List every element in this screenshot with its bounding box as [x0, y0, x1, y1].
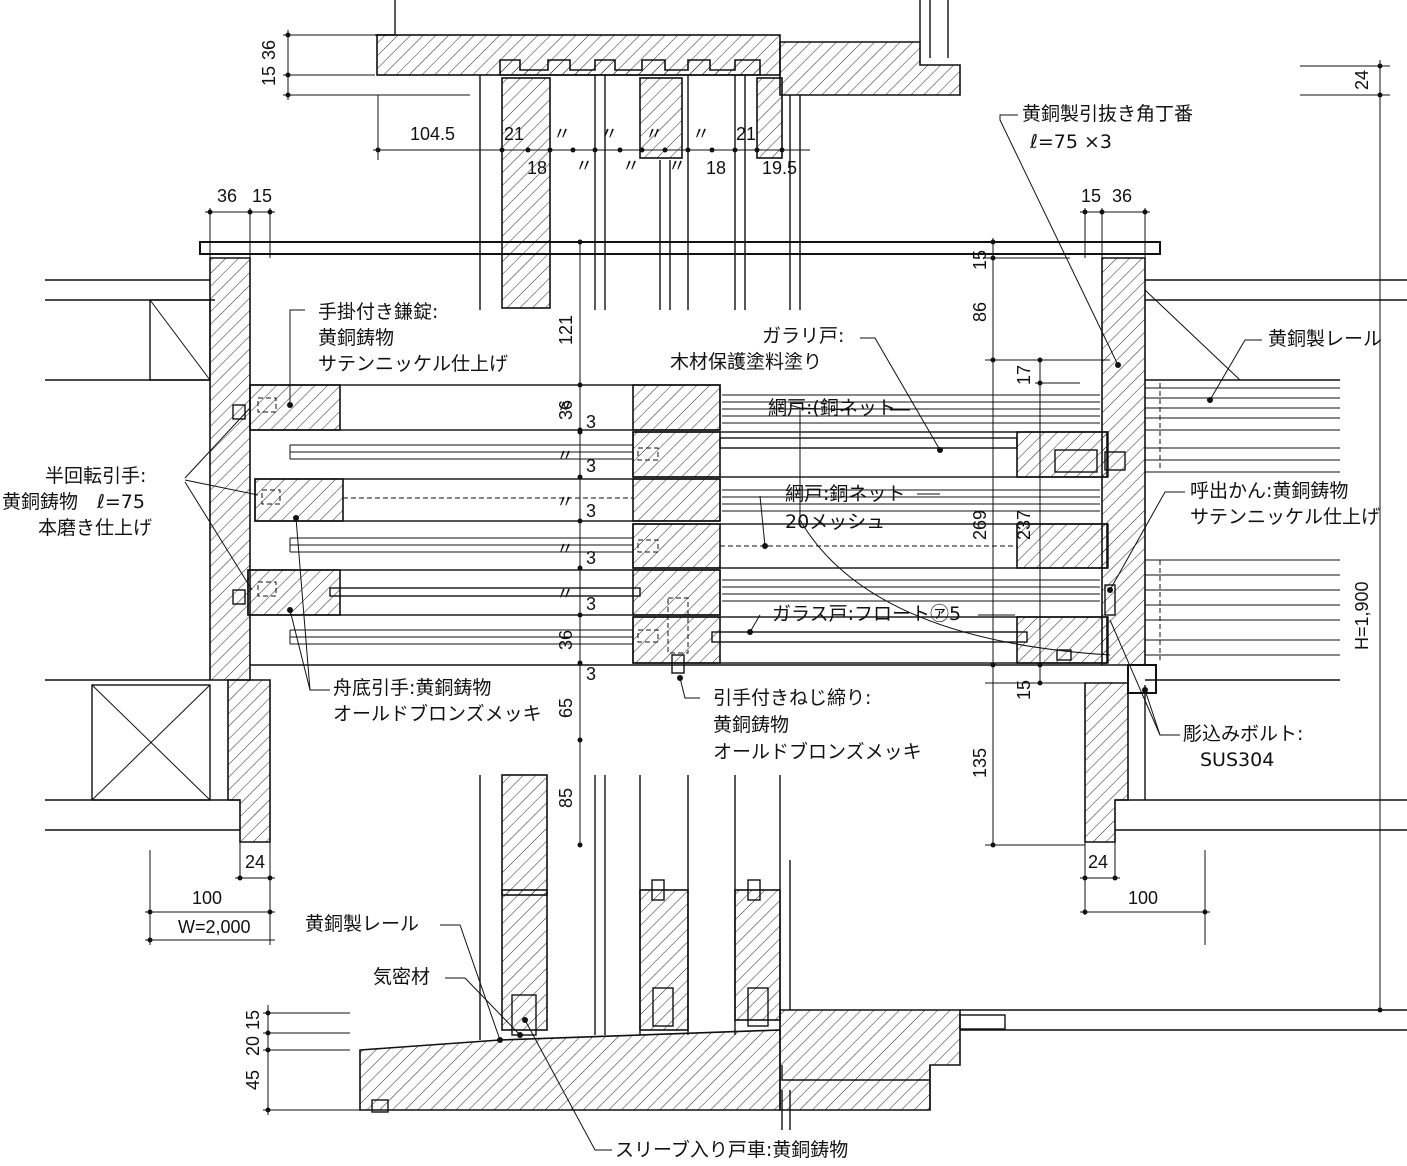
dim-19-5: 19.5 — [762, 158, 797, 178]
dim-17: 17 — [1014, 365, 1034, 385]
svg-text:〃: 〃 — [556, 584, 574, 604]
label-bolt-1: 彫込みボルト: — [1183, 723, 1303, 745]
head-section — [375, 0, 961, 310]
dim-65: 65 — [556, 698, 576, 718]
side-top-dimensions: 36 15 15 36 — [205, 186, 1150, 258]
label-bolt-2: SUS304 — [1200, 749, 1274, 771]
dim-height: H=1,900 — [1352, 581, 1372, 650]
label-rail-right: 黄銅製レール — [1268, 328, 1382, 350]
svg-text:〃: 〃 — [556, 492, 574, 512]
dim-3e: 3 — [586, 594, 596, 614]
svg-text:〃: 〃 — [692, 124, 710, 144]
dim-36d: 36 — [556, 630, 576, 650]
rail-lines-right — [1145, 383, 1340, 660]
svg-text:〃: 〃 — [556, 397, 574, 417]
dim-3b: 3 — [586, 456, 596, 476]
svg-text:〃: 〃 — [622, 156, 640, 176]
dim-36c: 36 — [556, 400, 576, 420]
dim-21a: 21 — [504, 124, 524, 144]
bottom-side-dimensions: 24 100 W=2,000 24 100 — [145, 842, 1210, 945]
dim-24l: 24 — [245, 852, 265, 872]
dim-86: 86 — [970, 302, 990, 322]
label-handle-2: 黄銅鋳物 ℓ=75 — [2, 490, 145, 513]
label-kakegane-2: 黄銅鋳物 — [318, 326, 394, 349]
dim-15rt: 15 — [1081, 186, 1101, 206]
dim-269: 269 — [970, 510, 990, 540]
label-handle-3: 本磨き仕上げ — [38, 517, 152, 539]
sashes: 〃 〃 〃 〃 〃 — [232, 384, 1126, 674]
sill-section: 20 15 45 — [243, 774, 1407, 1130]
center-dimensions: 121 36 3 3 3 3 3 36 3 65 85 — [556, 239, 596, 848]
dim-15b: 15 — [243, 1010, 263, 1030]
label-amido-2a: 網戸:銅ネット — [785, 483, 905, 505]
label-kakegane-1: 手掛付き鎌錠: — [318, 301, 438, 323]
label-rail-bottom: 黄銅製レール — [305, 913, 419, 935]
label-kakegane-3: サテンニッケル仕上げ — [318, 353, 508, 375]
annotation-labels: 手掛付き鎌錠: 黄銅鋳物 サテンニッケル仕上げ 半回転引手: 黄銅鋳物 ℓ=75… — [2, 103, 1382, 1161]
dim-20: 20 — [243, 1036, 263, 1056]
dim-36: 36 — [259, 40, 279, 60]
label-glass: ガラス戸:フロート㋐5 — [772, 603, 961, 625]
label-hinge-2: ℓ=75 ×3 — [1029, 131, 1112, 153]
svg-text:〃: 〃 — [575, 156, 593, 176]
dim-3f: 3 — [586, 664, 596, 684]
dim-width: W=2,000 — [178, 917, 251, 937]
dim-21b: 21 — [736, 124, 756, 144]
dim-85: 85 — [556, 788, 576, 808]
dim-135: 135 — [970, 748, 990, 778]
label-screw-2: 黄銅鋳物 — [713, 713, 789, 736]
dim-3d: 3 — [586, 548, 596, 568]
dim-15rb: 15 — [1014, 680, 1034, 700]
label-handle-1: 半回転引手: — [45, 465, 146, 487]
label-galari-1: ガラリ戸: — [762, 325, 844, 347]
label-yobidashi-1: 呼出かん:黄銅鋳物 — [1190, 479, 1348, 502]
svg-text:〃: 〃 — [556, 446, 574, 466]
dim-121: 121 — [556, 315, 576, 345]
dim-3a: 3 — [586, 412, 596, 432]
dim-36rt: 36 — [1112, 186, 1132, 206]
dim-15l: 15 — [252, 186, 272, 206]
dim-100l: 100 — [192, 888, 222, 908]
svg-text:〃: 〃 — [600, 124, 618, 144]
dim-15: 15 — [259, 66, 279, 86]
label-hinge-1: 黄銅製引抜き角丁番 — [1022, 103, 1193, 125]
dim-3c: 3 — [586, 501, 596, 521]
dim-104-5: 104.5 — [410, 124, 455, 144]
dim-45: 45 — [243, 1070, 263, 1090]
svg-text:〃: 〃 — [668, 156, 686, 176]
label-yobidashi-2: サテンニッケル仕上げ — [1190, 506, 1380, 528]
svg-text:〃: 〃 — [645, 124, 663, 144]
label-kimitsu: 気密材 — [373, 966, 430, 988]
dim-18b: 18 — [706, 158, 726, 178]
label-screw-3: オールドブロンズメッキ — [713, 740, 922, 763]
label-amido-1: 網戸:(銅ネット — [768, 397, 896, 419]
dim-15r: 15 — [970, 250, 990, 270]
svg-text:〃: 〃 — [553, 124, 571, 144]
svg-text:〃: 〃 — [556, 539, 574, 559]
top-dimensions: 15 36 104.5 21 18 18 21 19.5 〃 〃 〃 〃 〃 〃… — [259, 30, 1390, 1010]
dim-24r: 24 — [1088, 852, 1108, 872]
label-amido-2b: 20メッシュ — [785, 511, 885, 533]
dim-24-top: 24 — [1352, 70, 1372, 90]
label-screw-1: 引手付きねじ締り: — [713, 687, 871, 709]
dim-100r: 100 — [1128, 888, 1158, 908]
dim-36l: 36 — [217, 186, 237, 206]
label-funazoko-1: 舟底引手:黄銅鋳物 — [333, 676, 491, 699]
main-frame: 〃 〃 〃 〃 〃 — [45, 241, 1407, 843]
dim-237: 237 — [1014, 510, 1034, 540]
leader-lines — [184, 114, 1262, 1151]
label-funazoko-2: オールドブロンズメッキ — [333, 702, 542, 725]
dim-18a: 18 — [527, 158, 547, 178]
label-sleeve: スリーブ入り戸車:黄銅鋳物 — [615, 1138, 848, 1161]
label-galari-2: 木材保護塗料塗り — [670, 350, 822, 373]
right-dimensions: 15 86 17 269 237 15 135 H=1,900 — [970, 238, 1390, 1013]
